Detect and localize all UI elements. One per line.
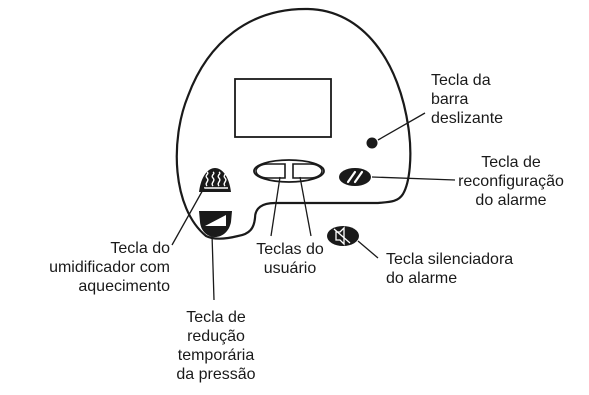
leader-heated-humidifier-key: [171, 187, 205, 246]
ramp-key[interactable]: [199, 211, 232, 237]
leader-alarm-silence-key: [357, 240, 379, 259]
heat-waves-icon: [204, 171, 228, 189]
alarm-silence-key-label: Tecla silenciadora do alarme: [386, 251, 514, 287]
alarm-silence-key[interactable]: [327, 226, 359, 246]
slider-key-label: Tecla da barra deslizante: [431, 72, 504, 127]
heated-humidifier-key[interactable]: [199, 168, 231, 192]
leader-user-key-left: [270, 176, 281, 237]
user-keys-label: Teclas do usuário: [256, 241, 324, 277]
leader-user-key-right: [299, 176, 312, 237]
alarm-reset-key-label: Tecla de reconfiguração do alarme: [458, 154, 564, 209]
slider-key[interactable]: [366, 137, 378, 149]
user-keys[interactable]: [253, 159, 325, 183]
display-screen: [234, 78, 332, 138]
alarm-reset-key[interactable]: [339, 168, 371, 186]
ramp-key-label: Tecla de redução temporária da pressão: [176, 309, 256, 383]
leader-ramp-key: [211, 233, 215, 301]
ramp-icon: [205, 215, 226, 226]
double-slash-icon: [346, 170, 364, 184]
user-key-right[interactable]: [292, 163, 323, 179]
user-key-left[interactable]: [255, 163, 286, 179]
muted-speaker-icon: [333, 226, 351, 246]
heated-humidifier-key-label: Tecla do umidificador com aquecimento: [49, 240, 170, 295]
leader-slider-key: [377, 112, 426, 141]
leader-alarm-reset-key: [371, 176, 456, 181]
